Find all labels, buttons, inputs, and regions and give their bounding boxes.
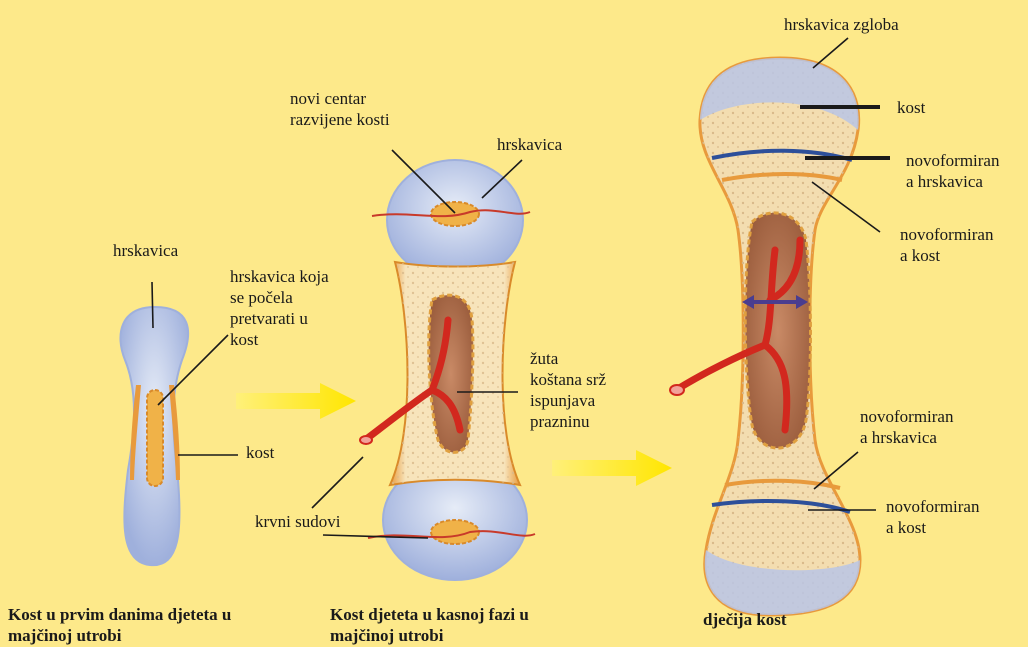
stage2-vessels-label: krvni sudovi xyxy=(255,511,340,532)
stage1-caption: Kost u prvim danima djeteta u majčinoj u… xyxy=(8,604,231,646)
stage1-ossification-center xyxy=(147,390,163,486)
stage2-bone xyxy=(360,160,535,580)
arrow-stage2-to-stage3 xyxy=(552,450,672,486)
stage2-caption: Kost djeteta u kasnoj fazi u majčinoj ut… xyxy=(330,604,529,646)
stage2-cartilage-label: hrskavica xyxy=(497,134,562,155)
stage1-bone xyxy=(120,307,188,565)
stage3-caption: dječija kost xyxy=(703,609,787,630)
stage2-vessel-end xyxy=(360,436,372,444)
leader-stage3-joint xyxy=(813,38,848,68)
stage3-bone-label: kost xyxy=(897,97,925,118)
stage3-bone xyxy=(670,58,860,615)
arrow-stage1-to-stage2 xyxy=(236,383,356,419)
stage3-new-cartilage-bottom-label: novoformiran a hrskavica xyxy=(860,406,953,448)
stage3-joint-cartilage-label: hrskavica zgloba xyxy=(784,14,899,35)
stage2-marrow-label: žuta koštana srž ispunjava prazninu xyxy=(530,348,606,432)
stage2-new-center-label: novi centar razvijene kosti xyxy=(290,88,390,130)
stage2-top-center xyxy=(431,202,479,226)
stage1-bone-label: kost xyxy=(246,442,274,463)
stage3-new-bone-bottom-label: novoformiran a kost xyxy=(886,496,979,538)
leader-stage1-cartilage xyxy=(152,282,153,328)
stage3-vessel-end xyxy=(670,385,684,395)
stage3-new-bone-top-label: novoformiran a kost xyxy=(900,224,993,266)
stage1-ossifying-cartilage-label: hrskavica koja se počela pretvarati u ko… xyxy=(230,266,329,350)
leader-stage2-vessels-a xyxy=(312,457,363,508)
stage3-new-cartilage-top-label: novoformiran a hrskavica xyxy=(906,150,999,192)
stage1-cartilage-label: hrskavica xyxy=(113,240,178,261)
